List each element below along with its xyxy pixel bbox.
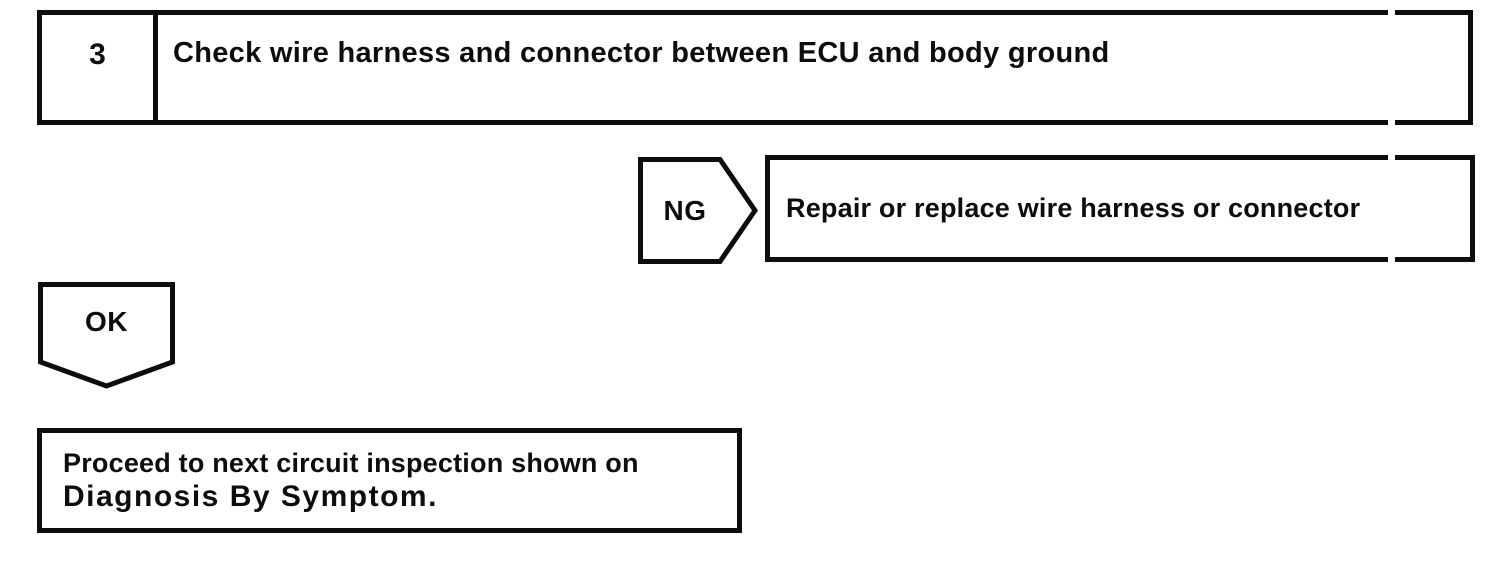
ng-connector: NG (638, 157, 758, 264)
step-title: Check wire harness and connector between… (173, 37, 1110, 69)
ng-action-text: Repair or replace wire harness or connec… (786, 193, 1361, 223)
ok-action-text-line1: Proceed to next circuit inspection shown… (63, 448, 639, 478)
ng-arrow-shape (638, 157, 758, 264)
ng-label: NG (663, 194, 707, 226)
ok-action-box: Proceed to next circuit inspection shown… (37, 428, 742, 533)
ok-action-text-line2: Diagnosis By Symptom. (63, 480, 438, 513)
ok-arrow-shape (38, 282, 175, 389)
ok-label: OK (85, 306, 128, 337)
step-box: 3 Check wire harness and connector betwe… (37, 10, 1473, 125)
step-number: 3 (42, 15, 158, 120)
ok-connector: OK (38, 282, 175, 389)
scan-gap-artifact (1388, 0, 1395, 300)
ng-action-box: Repair or replace wire harness or connec… (765, 155, 1475, 262)
